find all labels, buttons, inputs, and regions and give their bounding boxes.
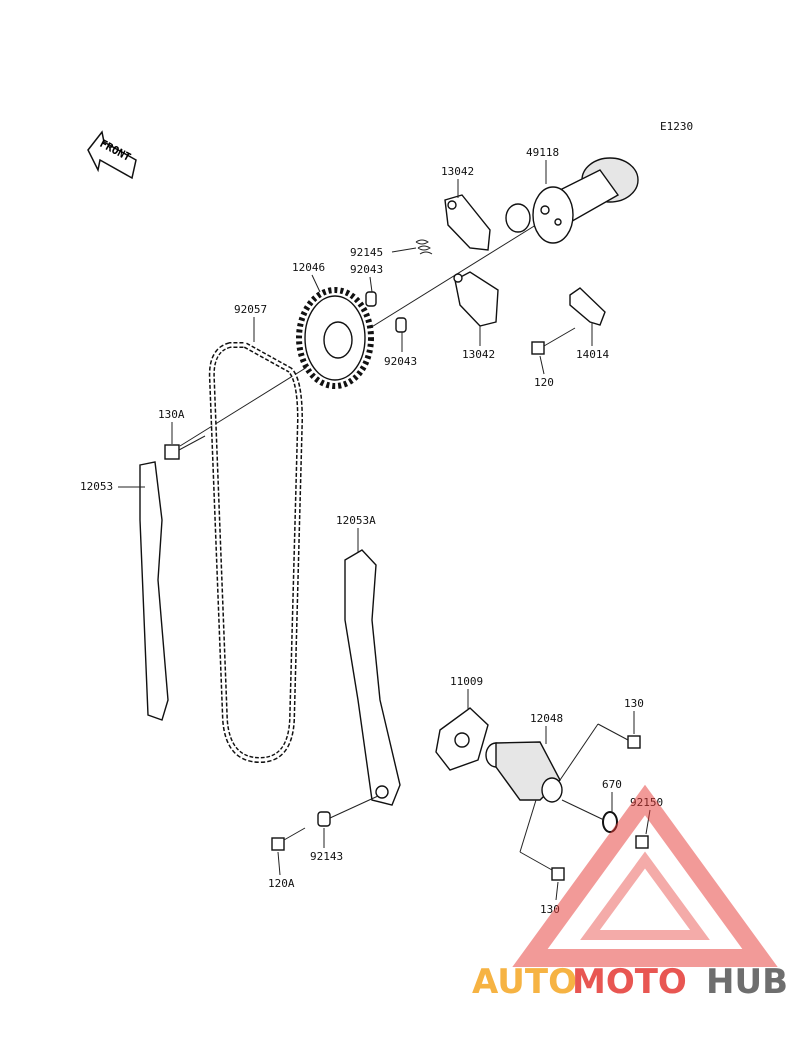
callout-label: 120A xyxy=(268,877,295,890)
callout-label: 12048 xyxy=(530,712,563,725)
plate-14014 xyxy=(569,287,606,326)
bolt-92150 xyxy=(635,835,649,849)
o-ring-670 xyxy=(602,811,618,833)
bolt-130a xyxy=(164,435,206,460)
spring xyxy=(415,239,433,255)
callout-label: 12053A xyxy=(336,514,376,527)
callout-label: 120 xyxy=(534,376,554,389)
callout-label: 92145 xyxy=(350,246,383,259)
watermark-text-auto: AUTO xyxy=(472,962,577,1002)
watermark-text-hub: HUB xyxy=(706,962,788,1002)
collar-upper xyxy=(365,291,377,307)
tensioner-12048 xyxy=(485,741,563,803)
camshaft xyxy=(505,157,639,244)
callout-label: 130 xyxy=(624,697,644,710)
collar-lower xyxy=(395,317,407,333)
diagram-code: E1230 xyxy=(660,120,693,133)
watermark-logo: AUTO MOTO HUB xyxy=(472,784,788,1002)
front-arrow-icon: FRONT xyxy=(87,130,137,180)
bolt-130-lower xyxy=(551,867,565,881)
chain-guide-12053 xyxy=(139,461,169,721)
bolt-120a xyxy=(271,827,306,851)
callout-label: 13042 xyxy=(462,348,495,361)
callout-label: 13042 xyxy=(441,165,474,178)
callout-label: 49118 xyxy=(526,146,559,159)
callout-label: 92043 xyxy=(350,263,383,276)
collar-92143 xyxy=(317,811,331,827)
callout-label: 92057 xyxy=(234,303,267,316)
callout-label: 92143 xyxy=(310,850,343,863)
callout-label: 14014 xyxy=(576,348,609,361)
callout-label: 11009 xyxy=(450,675,483,688)
watermark-text-moto: MOTO xyxy=(572,962,687,1002)
callout-labels: 49118 13042 92145 12046 92043 92057 9204… xyxy=(80,146,663,916)
bolt-130-upper xyxy=(627,735,641,749)
callout-label: 92043 xyxy=(384,355,417,368)
callout-label: 12053 xyxy=(80,480,113,493)
sprocket xyxy=(296,287,374,389)
callout-label: 130A xyxy=(158,408,185,421)
bolt-120 xyxy=(531,327,576,355)
chain-guide-12053a xyxy=(344,549,401,806)
callout-label: 12046 xyxy=(292,261,325,274)
weight-upper xyxy=(444,194,491,251)
weight-lower xyxy=(453,271,499,327)
callout-label: 670 xyxy=(602,778,622,791)
